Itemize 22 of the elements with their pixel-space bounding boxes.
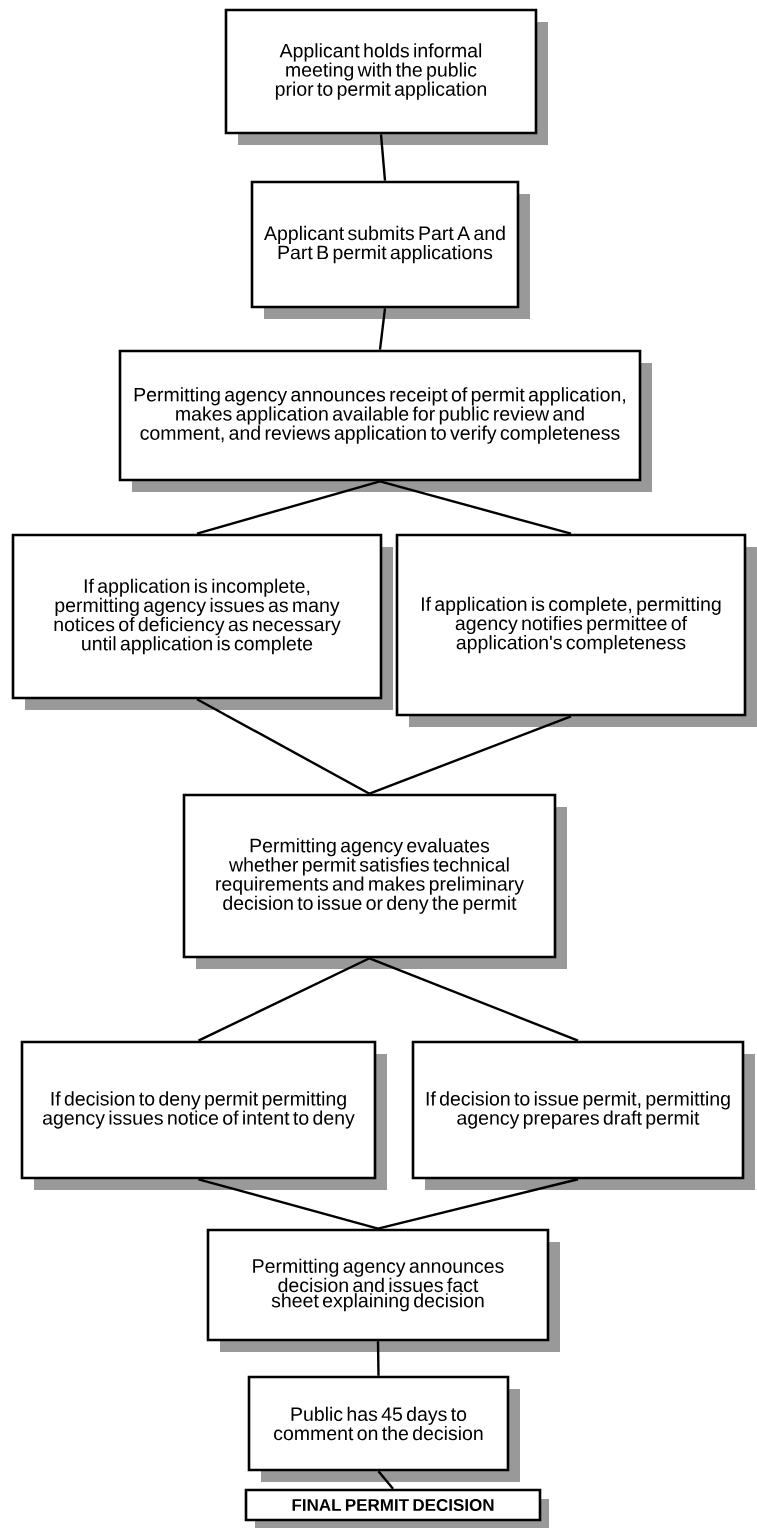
connector-line [377, 1470, 394, 1490]
connector-line [379, 480, 572, 535]
process-box: If decision to deny permit permitting agency issues notice of intent to deny [20, 1040, 387, 1190]
process-box: Permitting agency evaluates whether permit satisfies technical requirements and makes preliminary decision to issue or deny the permit [182, 793, 567, 969]
process-box: Applicant holds informal meeting with the public prior to permit application [224, 8, 548, 145]
connector-line [197, 957, 371, 1042]
connector-line [377, 1178, 579, 1230]
connector-line [369, 715, 572, 795]
connector-line [196, 480, 381, 535]
process-box: Permitting agency announces receipt of permit application, makes application available for public review and comment, and reviews application to verify completeness [118, 349, 652, 492]
process-box: If application is complete, permitting agency notifies permittee of application's completeness [395, 533, 757, 727]
connector-line [376, 1341, 380, 1376]
process-box: Permitting agency announces decision and issues fact sheet explaining decision [206, 1228, 560, 1352]
connector-line [198, 1178, 379, 1230]
process-box: FINAL PERMIT DECISION [244, 1488, 549, 1528]
process-box: If decision to issue permit, permitting agency prepares draft permit [411, 1040, 755, 1190]
process-box: Public has 45 days to comment on the decision [247, 1375, 520, 1482]
connector-line [196, 698, 371, 795]
connector-line [369, 957, 579, 1042]
connector-line [378, 308, 387, 350]
process-box: If application is incomplete, permitting agency issues as many notices of deficiency as necessary until application is complete [11, 533, 393, 710]
process-box: Applicant submits Part A and Part B permit applications [250, 180, 530, 319]
